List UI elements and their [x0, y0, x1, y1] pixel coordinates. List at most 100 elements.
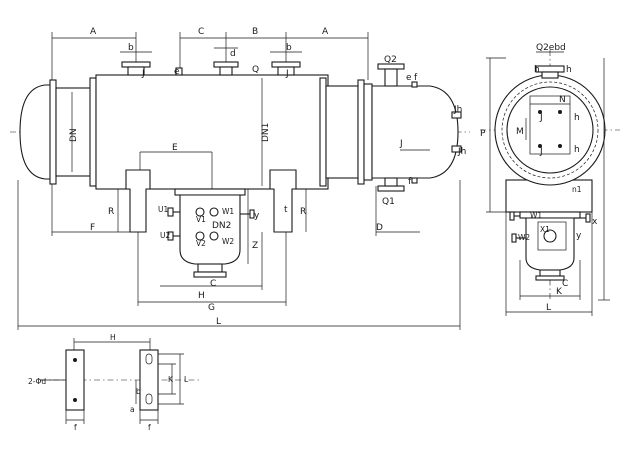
label-r-right: R: [300, 207, 306, 217]
label-x1: X1: [540, 225, 550, 234]
sump-flange: [174, 188, 246, 196]
label-c-top: C: [198, 27, 204, 37]
label-k: K: [556, 287, 563, 297]
label-b-detail: b: [136, 387, 141, 396]
label-e-cap: E: [172, 143, 178, 153]
sump-drain-flange: [193, 271, 227, 278]
side-view: A C B A b b d e J J Q Q2 e f Jh Jh J f Q…: [10, 27, 470, 330]
label-h-end-left: h: [534, 65, 540, 75]
right-flange: [357, 79, 365, 185]
label-a-left: A: [90, 27, 97, 37]
nozzle-e: [175, 67, 183, 76]
label-j-channel: J: [399, 139, 403, 149]
end-view: Q2ebd h h N J h J h M n1 P W1 W2 X1 y x …: [480, 43, 620, 316]
end-bolt-circle: [501, 81, 599, 179]
end-sump: [525, 217, 575, 271]
nozzle-q1: [384, 177, 398, 187]
label-l-end: L: [546, 303, 551, 313]
label-jh-top: Jh: [453, 105, 462, 115]
label-dn: DN: [69, 128, 79, 142]
end-sump-window: [537, 221, 567, 251]
label-j-end-1: J: [539, 113, 543, 123]
nozzle-b-right-flange: [271, 61, 301, 68]
label-2-phi-d: 2-Φd: [28, 377, 46, 386]
label-f-bottom: f: [408, 177, 412, 187]
end-sump-drain-flange: [535, 275, 565, 281]
label-t: t: [284, 205, 288, 215]
right-channel: [371, 85, 459, 179]
right-neck: [325, 85, 359, 179]
label-f-detail-left: f: [74, 423, 77, 432]
nozzle-f-bottom: [411, 177, 418, 184]
label-q2ebd: Q2ebd: [536, 43, 566, 53]
right-shell-flange: [319, 77, 327, 187]
label-f-top: f: [414, 73, 418, 83]
label-y-end: y: [576, 231, 582, 241]
label-h-end-right: h: [566, 65, 572, 75]
end-inner-circle: [506, 86, 594, 174]
label-j-left: J: [141, 69, 145, 79]
label-b-left: b: [128, 43, 134, 53]
label-w1-end: W1: [530, 211, 542, 220]
nozzle-j-right: [451, 111, 462, 119]
nozzle-d: [219, 66, 233, 76]
left-shell-flange: [89, 77, 97, 187]
label-f-detail-right: f: [148, 423, 151, 432]
nozzle-q2: [384, 68, 398, 87]
label-l: L: [216, 317, 221, 327]
label-c-bottom: C: [210, 279, 216, 289]
nozzle-q1-flange: [377, 185, 405, 192]
label-p: P: [480, 129, 486, 139]
end-sump-port: [543, 229, 557, 243]
label-c-end: C: [562, 279, 568, 289]
end-top-nozzle-flange: [535, 65, 565, 73]
nozzle-j-lower: [451, 145, 462, 153]
saddle-detail: 2-Φd H b a K L f f: [28, 333, 200, 432]
label-dn1: DN1: [261, 123, 271, 142]
end-sump-drain: [539, 269, 561, 277]
label-k-detail: K: [168, 375, 174, 384]
sump-drain: [197, 263, 223, 273]
detail-plate-right: [139, 349, 159, 411]
label-w2-end: W2: [518, 233, 530, 242]
label-h-end-1: h: [574, 113, 580, 123]
label-n1: n1: [572, 185, 582, 194]
left-saddle: [125, 169, 151, 233]
label-q2: Q2: [384, 55, 397, 65]
label-l-detail: L: [184, 375, 189, 384]
label-j-end-2: J: [539, 147, 543, 157]
label-b-right: b: [286, 43, 292, 53]
label-v1: V1: [196, 215, 206, 224]
nozzle-b-right: [277, 66, 295, 76]
label-u2: U2: [160, 231, 170, 240]
label-r-left: R: [108, 207, 114, 217]
label-a-right: A: [322, 27, 329, 37]
label-n: N: [559, 95, 566, 105]
right-flange-2: [363, 83, 373, 181]
label-d: d: [230, 49, 236, 59]
nozzle-d-flange: [213, 61, 239, 68]
label-z: Z: [252, 241, 258, 251]
label-d-right: D: [376, 223, 383, 233]
label-jh-bottom: Jh: [457, 147, 466, 157]
label-h-end-2: h: [574, 145, 580, 155]
label-h: H: [198, 291, 205, 301]
label-v2: V2: [196, 239, 206, 248]
label-q-top: Q: [252, 65, 259, 75]
label-f-cap: F: [90, 223, 95, 233]
label-m: M: [516, 127, 524, 137]
label-h-detail: H: [110, 333, 116, 342]
label-q1: Q1: [382, 197, 395, 207]
label-w1: W1: [222, 207, 234, 216]
label-u1: U1: [158, 205, 168, 214]
label-y-side: y: [254, 211, 260, 221]
end-top-nozzle: [541, 71, 559, 79]
label-g: G: [208, 303, 215, 313]
label-b-top: B: [252, 27, 258, 37]
label-x-end: x: [592, 217, 598, 227]
nozzle-b-left: [127, 66, 145, 76]
label-a-detail: a: [130, 405, 135, 414]
nozzle-f-top: [411, 81, 418, 88]
